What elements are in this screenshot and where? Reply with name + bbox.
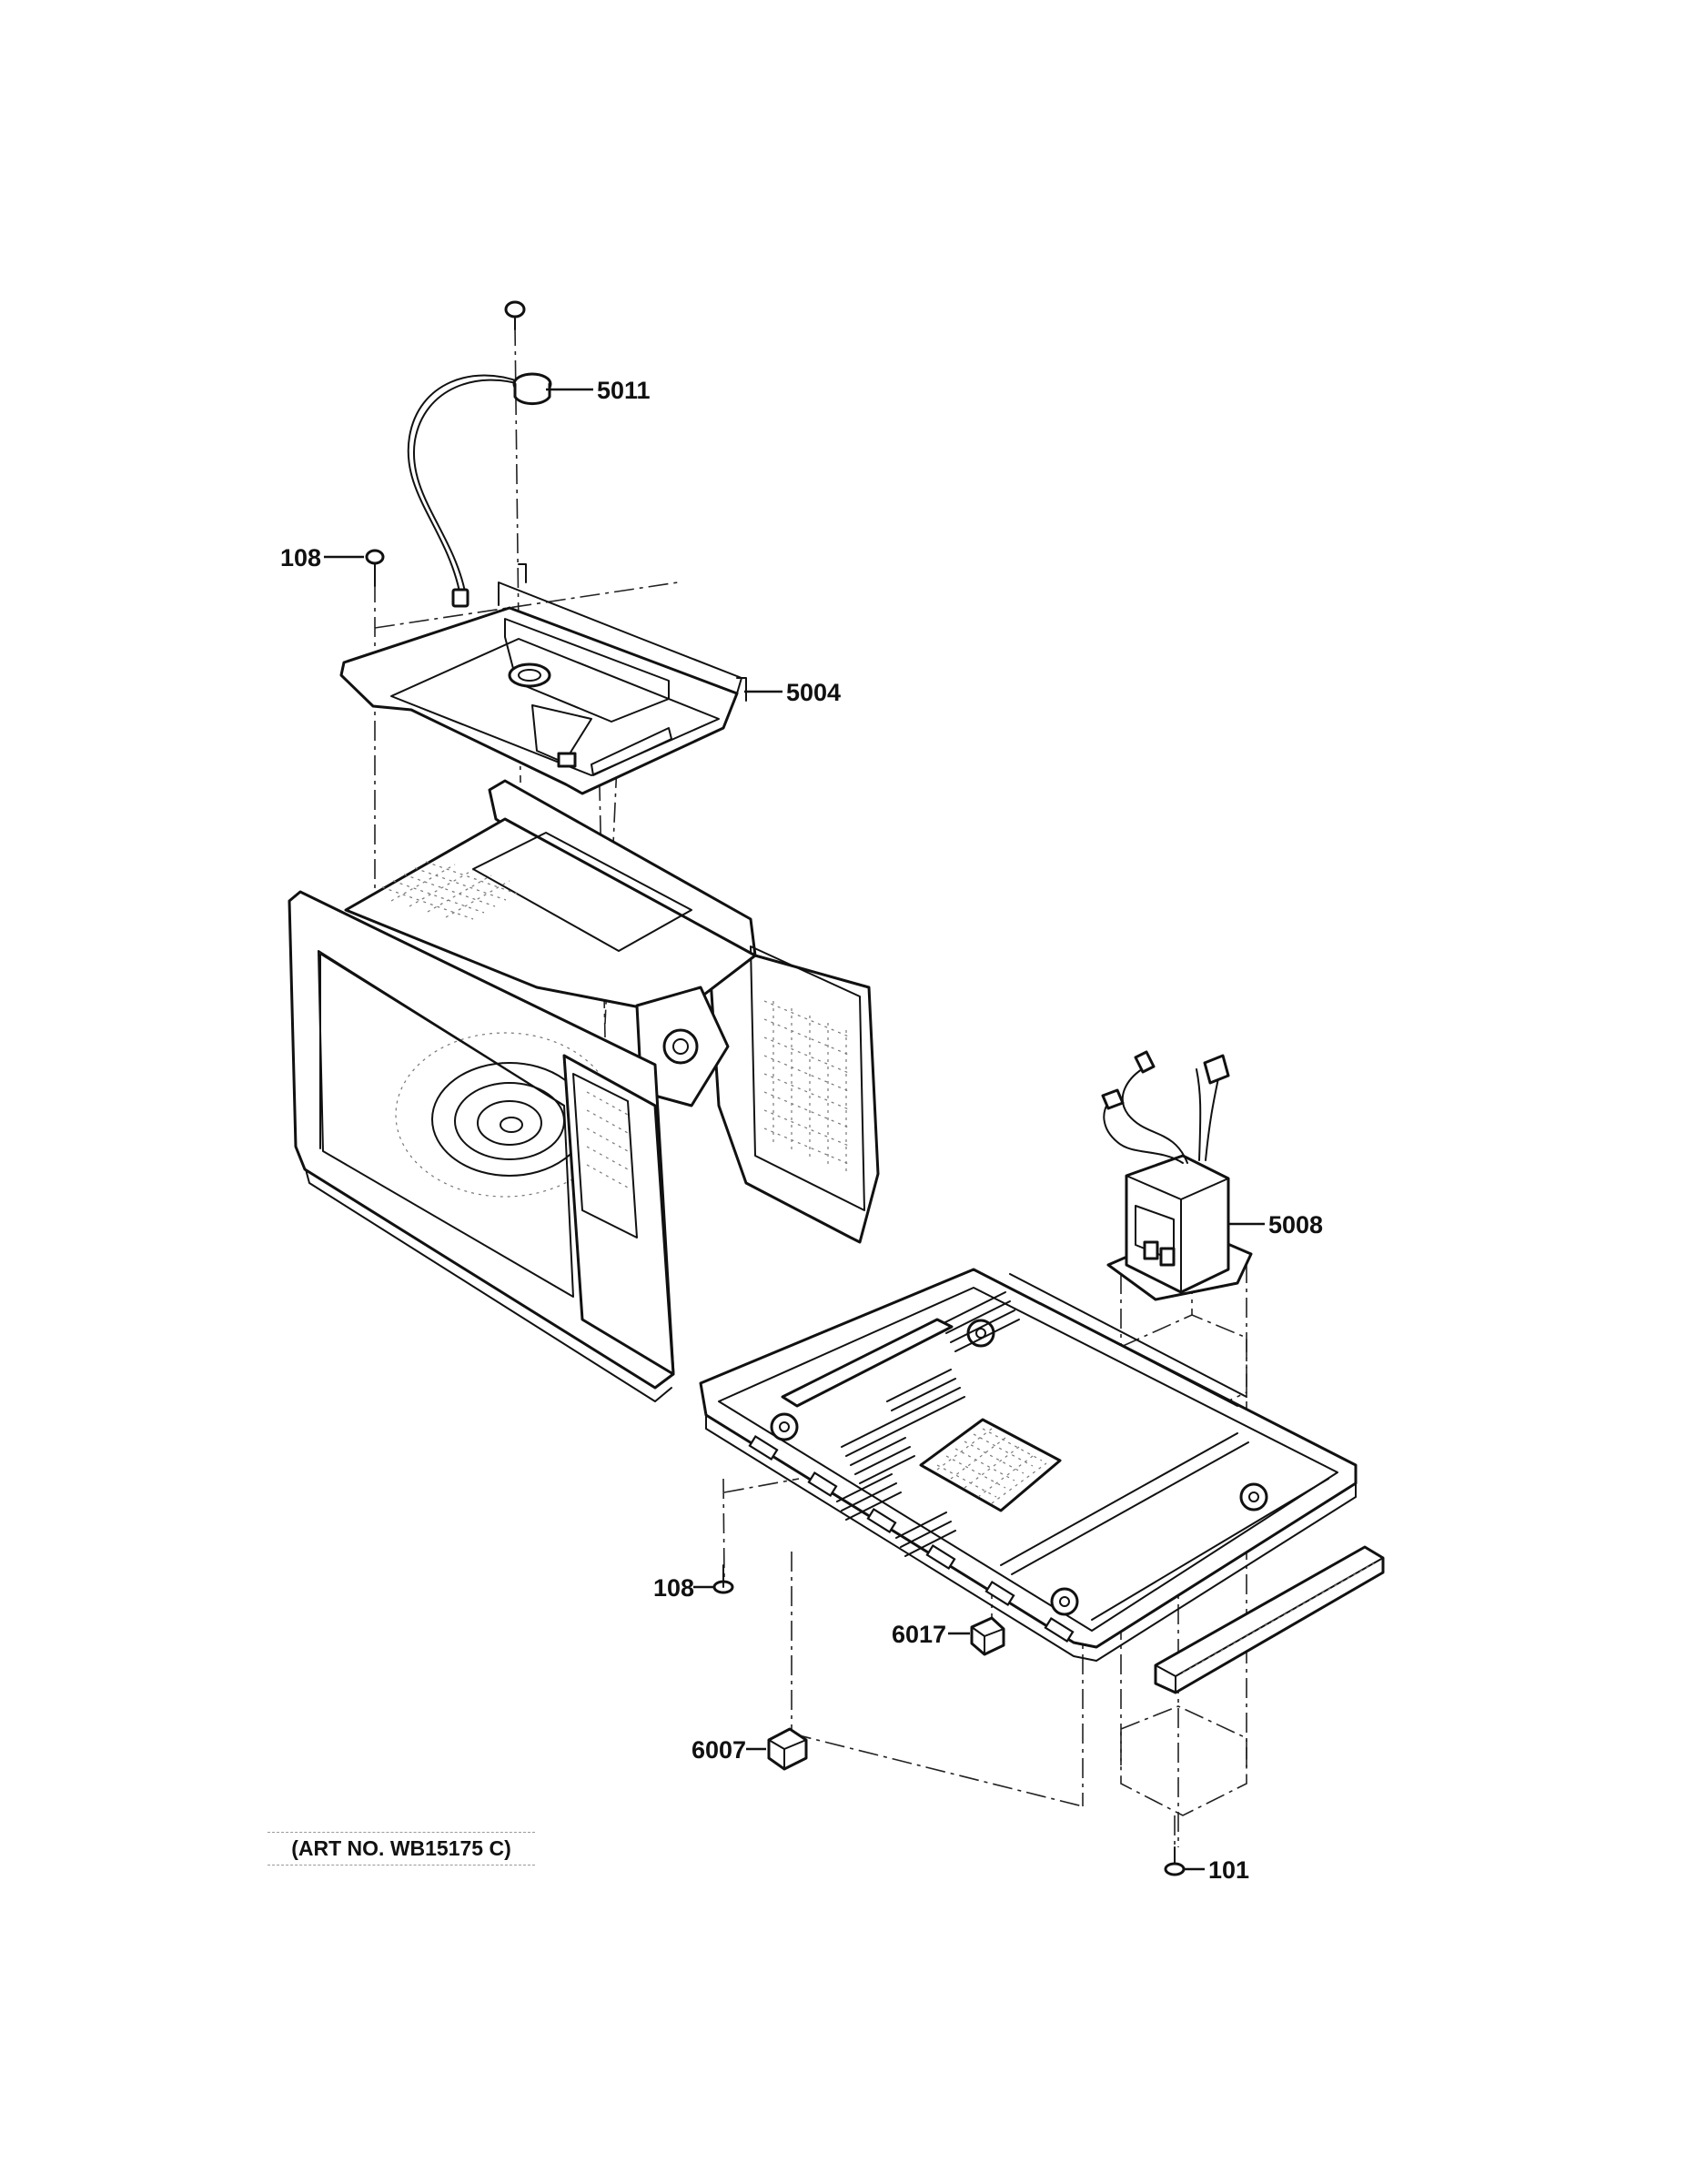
foot-6017 bbox=[970, 1616, 1005, 1656]
base-vent-slots bbox=[836, 1291, 1020, 1557]
callout-leaders bbox=[324, 388, 1265, 1871]
callout-5011: 5011 bbox=[597, 377, 651, 404]
top-vent-grid bbox=[381, 861, 518, 920]
oven-cavity bbox=[288, 779, 880, 1402]
screw-108-top bbox=[365, 549, 385, 587]
base-front-tabs bbox=[748, 1434, 1075, 1643]
screw-101 bbox=[1164, 1846, 1186, 1876]
base-plate bbox=[699, 1268, 1358, 1662]
gasket-strip bbox=[1154, 1545, 1385, 1694]
callout-6007: 6007 bbox=[692, 1736, 746, 1764]
screw-108-base bbox=[712, 1564, 734, 1594]
callout-5004: 5004 bbox=[786, 679, 841, 706]
callout-5008: 5008 bbox=[1268, 1211, 1323, 1239]
callout-101: 101 bbox=[1208, 1856, 1249, 1884]
foot-6007 bbox=[767, 1727, 808, 1771]
side-vent-holes bbox=[763, 1000, 852, 1176]
thermostat-5011 bbox=[407, 300, 552, 608]
transformer-5008 bbox=[1101, 1050, 1253, 1301]
callout-108-base: 108 bbox=[653, 1574, 694, 1602]
callout-108-top: 108 bbox=[280, 544, 321, 571]
front-vent-holes bbox=[586, 1091, 629, 1188]
callout-6017: 6017 bbox=[892, 1621, 946, 1648]
art-number: (ART NO. WB15175 C) bbox=[268, 1832, 535, 1866]
top-plate-5004 bbox=[339, 563, 747, 795]
